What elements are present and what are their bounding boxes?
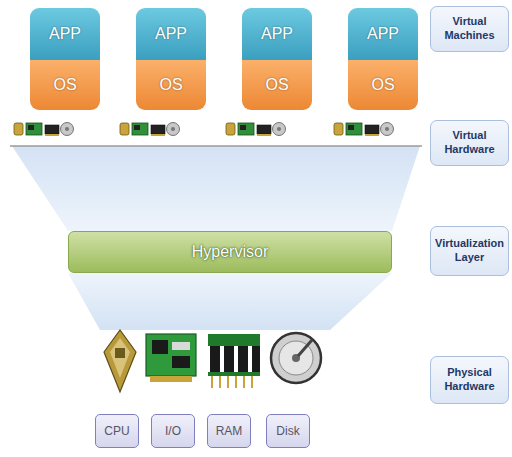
- hardware-label: Disk: [266, 414, 310, 448]
- disk-icon: [271, 333, 321, 383]
- layer-label: Virtualization Layer: [430, 226, 509, 276]
- os-box: OS: [348, 60, 418, 110]
- layer-label: Physical Hardware: [430, 356, 509, 404]
- label-text: APP: [155, 25, 187, 43]
- label-text: Virtual Machines: [433, 15, 506, 43]
- label-text: APP: [367, 25, 399, 43]
- os-box: OS: [136, 60, 206, 110]
- label-text: CPU: [104, 424, 129, 438]
- app-box: APP: [242, 8, 312, 60]
- ram-icon: [208, 334, 260, 388]
- hardware-label: I/O: [151, 414, 195, 448]
- upper-funnel: [12, 146, 420, 231]
- label-text: OS: [159, 76, 182, 94]
- hypervisor-band: Hypervisor: [68, 231, 392, 273]
- app-box: APP: [348, 8, 418, 60]
- label-text: Virtualization Layer: [433, 237, 506, 265]
- virtual-hardware-icons: [334, 123, 394, 137]
- label-text: Physical Hardware: [433, 366, 506, 394]
- hardware-label: RAM: [207, 414, 251, 448]
- hardware-label: CPU: [95, 414, 139, 448]
- label-text: Disk: [276, 424, 299, 438]
- layer-label: Virtual Machines: [430, 6, 509, 52]
- cpu-icon: [104, 330, 136, 392]
- lower-funnel: [68, 273, 392, 330]
- hardware-line: [10, 145, 422, 147]
- label-text: Virtual Hardware: [433, 129, 506, 157]
- virtual-hardware-icons: [120, 123, 180, 137]
- label-text: APP: [261, 25, 293, 43]
- label-text: Hypervisor: [192, 243, 268, 261]
- virtual-hardware-icons: [14, 123, 74, 137]
- label-text: OS: [53, 76, 76, 94]
- app-box: APP: [136, 8, 206, 60]
- label-text: APP: [49, 25, 81, 43]
- label-text: OS: [371, 76, 394, 94]
- layer-label: Virtual Hardware: [430, 120, 509, 166]
- virtual-hardware-icons: [226, 123, 286, 137]
- os-box: OS: [30, 60, 100, 110]
- label-text: RAM: [216, 424, 243, 438]
- label-text: I/O: [165, 424, 181, 438]
- label-text: OS: [265, 76, 288, 94]
- io-board-icon: [146, 334, 196, 382]
- app-box: APP: [30, 8, 100, 60]
- os-box: OS: [242, 60, 312, 110]
